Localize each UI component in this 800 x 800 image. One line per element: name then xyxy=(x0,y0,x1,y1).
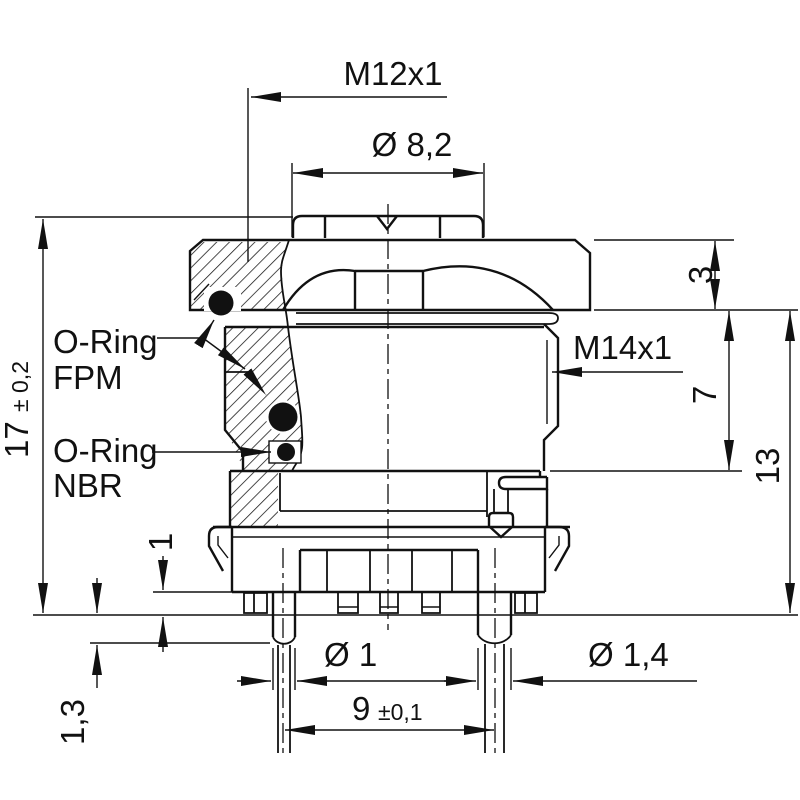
label-depth-thread: 7 xyxy=(686,386,723,404)
screw-tip xyxy=(489,526,513,539)
label-height-total-tol: ± 0,2 xyxy=(7,361,33,412)
dimension-lines xyxy=(33,88,798,735)
cap-v-notch xyxy=(376,215,398,231)
label-pin-spacing-value: 9 xyxy=(352,690,370,727)
label-height-body: 13 xyxy=(749,448,786,485)
pin-left-dish xyxy=(272,636,296,645)
label-oring-nbr-1: O-Ring xyxy=(53,432,158,469)
label-pin-offset-text: 1,3 xyxy=(54,699,91,745)
thread-right-edge xyxy=(542,323,560,471)
leader-fpm-dashed xyxy=(243,368,267,396)
labels: M12x1 Ø 8,2 3 M14x1 7 13 17 ± 0,2 O-Ring… xyxy=(0,55,786,745)
washer-lip xyxy=(296,312,559,325)
label-thread-top: M12x1 xyxy=(343,55,442,92)
foot-left xyxy=(243,592,268,614)
o-rings xyxy=(193,283,302,464)
hatch-mid-wall xyxy=(226,328,303,470)
label-dia-pin-small: Ø 1 xyxy=(324,636,377,673)
centerlines xyxy=(282,204,496,758)
groove-top-chamfer xyxy=(193,283,210,301)
label-dia-top: Ø 8,2 xyxy=(372,126,453,163)
thread-left-wall xyxy=(223,327,245,471)
leader-fpm-top xyxy=(194,319,215,349)
contact-pin-1 xyxy=(337,592,359,614)
label-dia-pin-large: Ø 1,4 xyxy=(588,636,669,673)
ear-right xyxy=(545,525,571,572)
foot-right xyxy=(514,592,538,614)
label-height-flange: 3 xyxy=(682,266,719,284)
ear-left xyxy=(207,525,232,572)
hex-flat-right-arc xyxy=(422,265,554,311)
contact-pin-3 xyxy=(421,592,441,614)
label-height-body-text: 13 xyxy=(749,448,786,485)
oring-fpm-top xyxy=(208,290,234,316)
label-oring-nbr-2: NBR xyxy=(53,467,123,504)
leader-fpm-mid xyxy=(202,337,246,370)
ear-right-inner xyxy=(548,536,560,559)
ear-left-inner xyxy=(217,536,229,559)
label-thread-mid: M14x1 xyxy=(573,329,672,366)
hatch-lower-wall xyxy=(231,472,278,526)
label-height-flange-text: 3 xyxy=(682,266,719,284)
flange-outline xyxy=(188,238,592,312)
label-standoff: 1 xyxy=(142,533,179,551)
label-oring-fpm-2: FPM xyxy=(53,359,123,396)
hex-flat-left-arc xyxy=(281,268,356,311)
label-standoff-text: 1 xyxy=(142,533,179,551)
oring-nbr xyxy=(277,443,295,461)
oring-fpm-mid xyxy=(268,402,298,432)
label-depth-thread-text: 7 xyxy=(686,386,723,404)
contact-pin-2 xyxy=(379,592,399,614)
section-hatching xyxy=(190,242,303,526)
label-pin-spacing-tol: ±0,1 xyxy=(378,699,423,725)
label-height-total: 17 ± 0,2 xyxy=(0,361,35,458)
grommet-curve xyxy=(280,239,304,472)
clip-bar xyxy=(497,475,549,491)
label-oring-fpm-1: O-Ring xyxy=(53,323,158,360)
label-height-total-value: 17 xyxy=(0,421,35,458)
screw-head xyxy=(487,511,515,527)
label-pin-offset: 1,3 xyxy=(54,699,91,745)
